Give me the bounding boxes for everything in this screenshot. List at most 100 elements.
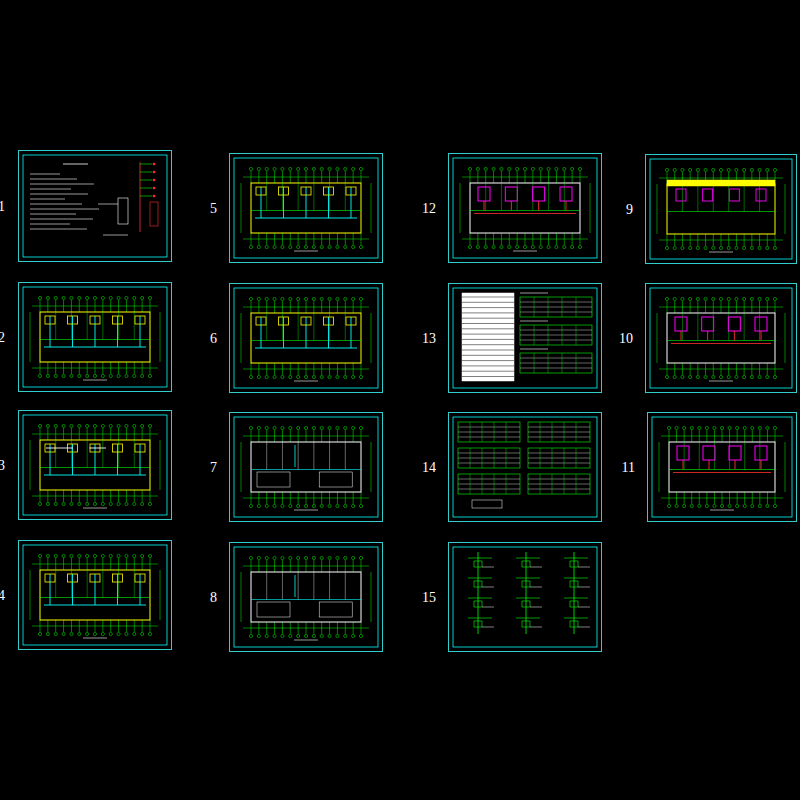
axis-bubble: [249, 634, 252, 637]
cad-rect: [40, 440, 150, 490]
cad-line: [351, 317, 352, 348]
cad-line: [506, 422, 507, 442]
cad-rect: [234, 288, 378, 388]
axis-bubble: [719, 375, 722, 378]
axis-bubble: [62, 502, 65, 505]
cad-line: [578, 587, 590, 588]
cad-line: [530, 627, 542, 628]
axis-bubble: [555, 245, 558, 248]
cad-line: [462, 177, 588, 178]
cad-line: [160, 570, 161, 620]
axis-bubble: [743, 168, 746, 171]
cad-line: [482, 474, 483, 494]
cad-line: [462, 312, 514, 313]
axis-bubble: [281, 297, 284, 300]
axis-bubble: [344, 245, 347, 248]
cad-line: [140, 164, 152, 165]
cad-rect: [729, 446, 741, 460]
sheet-drawing: [23, 545, 167, 645]
axis-bubble: [736, 426, 739, 429]
cad-line: [562, 297, 563, 317]
cad-line: [298, 572, 299, 600]
axis-bubble: [297, 167, 300, 170]
cad-line: [298, 313, 299, 341]
axis-bubble: [359, 426, 362, 429]
cad-line: [520, 358, 592, 359]
cad-line: [243, 436, 369, 437]
cad-line: [30, 179, 77, 180]
axis-bubble: [359, 245, 362, 248]
cad-rect: [40, 312, 150, 362]
sheet-drawing: [234, 417, 378, 517]
drawing-sheet-frame: 3: [18, 410, 172, 520]
cad-rect: [45, 316, 55, 324]
axis-bubble: [328, 504, 331, 507]
axis-bubble: [359, 167, 362, 170]
cad-line: [564, 578, 588, 579]
cad-rect: [324, 187, 334, 195]
axis-bubble: [344, 504, 347, 507]
axis-bubble: [750, 297, 753, 300]
sheet-number: 15: [422, 591, 436, 605]
axis-bubble: [86, 632, 89, 635]
axis-bubble: [281, 245, 284, 248]
cad-line: [30, 209, 99, 210]
cad-rect: [251, 442, 361, 492]
axis-bubble: [727, 375, 730, 378]
axis-bubble: [773, 426, 776, 429]
axis-bubble: [696, 297, 699, 300]
cad-line: [462, 334, 514, 335]
cad-line: [494, 422, 495, 442]
cad-line: [528, 458, 590, 459]
axis-bubble: [289, 167, 292, 170]
axis-bubble: [336, 167, 339, 170]
sheet-number: 9: [626, 203, 633, 217]
cad-line: [458, 479, 520, 480]
axis-bubble: [281, 634, 284, 637]
cad-rect: [505, 187, 517, 201]
axis-bubble: [758, 504, 761, 507]
cad-line: [548, 183, 549, 211]
axis-bubble: [304, 245, 307, 248]
cad-line: [659, 307, 783, 308]
cad-line: [371, 572, 372, 622]
cad-line: [30, 219, 93, 220]
axis-bubble: [289, 297, 292, 300]
cad-line: [50, 574, 51, 605]
axis-bubble: [46, 374, 49, 377]
axis-bubble: [555, 167, 558, 170]
axis-bubble: [683, 504, 686, 507]
cad-line: [681, 331, 682, 341]
cad-line: [32, 496, 158, 497]
axis-bubble: [719, 297, 722, 300]
cad-line: [294, 251, 318, 252]
cad-line: [458, 484, 520, 485]
axis-bubble: [698, 426, 701, 429]
cad-line: [458, 427, 520, 428]
axis-bubble: [281, 375, 284, 378]
sheet-drawing: [453, 547, 597, 647]
axis-bubble: [523, 245, 526, 248]
cad-line: [528, 479, 590, 480]
axis-bubble: [125, 296, 128, 299]
axis-bubble: [352, 297, 355, 300]
cad-line: [140, 162, 141, 232]
riser-dot: [153, 195, 156, 198]
axis-bubble: [689, 246, 692, 249]
cad-line: [667, 211, 775, 212]
cad-line: [468, 558, 492, 559]
axis-bubble: [78, 296, 81, 299]
axis-bubble: [148, 554, 151, 557]
axis-bubble: [46, 502, 49, 505]
axis-bubble: [344, 556, 347, 559]
cad-line: [458, 432, 520, 433]
cad-rect: [453, 158, 597, 258]
axis-bubble: [352, 167, 355, 170]
cad-line: [462, 297, 514, 298]
cad-line: [562, 325, 563, 345]
axis-bubble: [359, 504, 362, 507]
cad-rect: [570, 621, 578, 627]
cad-line: [87, 312, 88, 340]
cad-rect: [522, 601, 530, 607]
axis-bubble: [766, 426, 769, 429]
